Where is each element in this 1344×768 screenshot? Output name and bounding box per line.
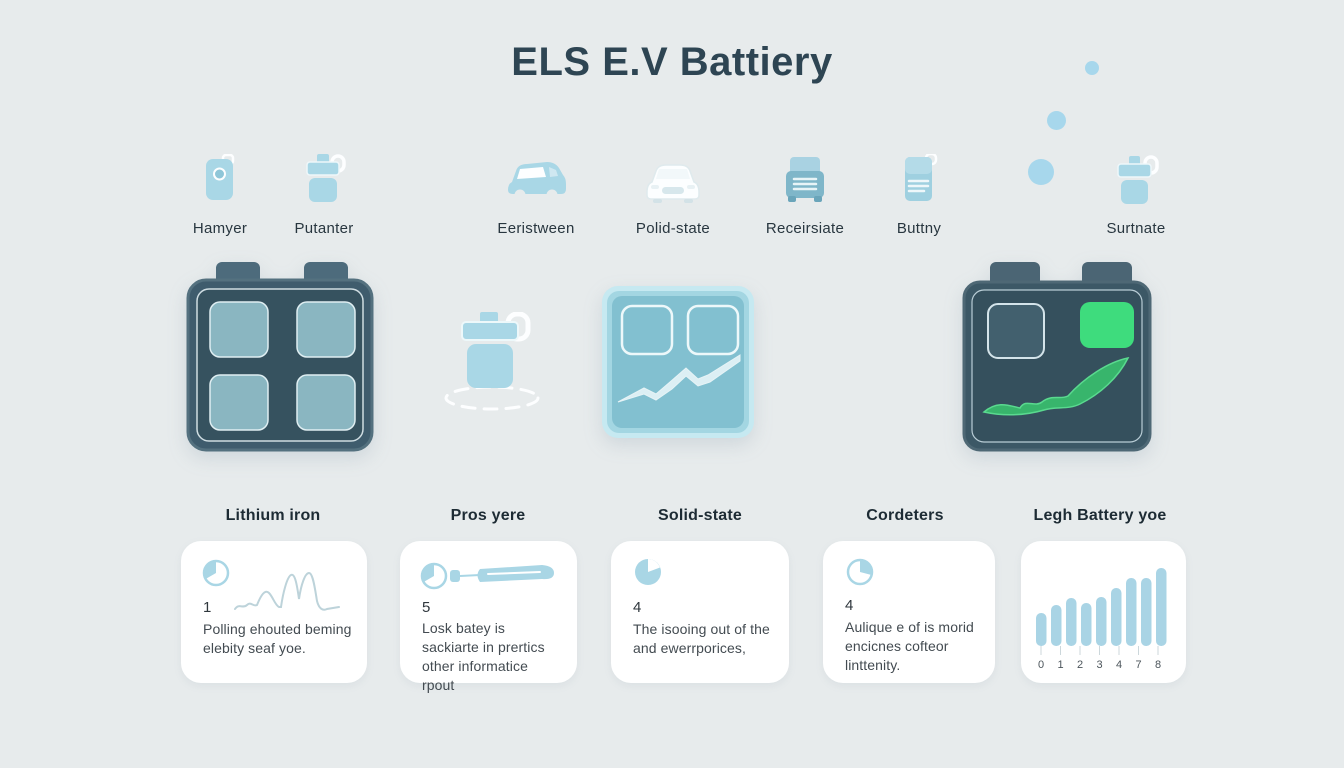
icon-row-item-3: Eeristween <box>476 152 596 237</box>
icon-label: Polid-state <box>635 220 711 237</box>
car-side-icon <box>505 152 567 204</box>
section-label-solid-state: Solid-state <box>658 507 742 524</box>
battery-lines-icon <box>897 152 941 204</box>
section-label-legh: Legh Battery yoe <box>1033 507 1167 524</box>
svg-text:7: 7 <box>1135 659 1141 671</box>
svg-text:8: 8 <box>1155 659 1161 671</box>
pie-wand-icon <box>420 562 554 590</box>
icon-label: Buttny <box>896 220 942 237</box>
canister-icon <box>300 152 348 204</box>
decor-dot-medium <box>1047 111 1066 130</box>
icon-row-item-6: Buttny <box>859 152 979 237</box>
icon-row-item-4: Polid-state <box>613 152 733 237</box>
icon-row-item-2: Putanter <box>264 152 384 237</box>
card-text: Losk batey is sackiarte in prertics othe… <box>422 620 545 694</box>
section-label-lithium: Lithium iron <box>225 507 321 524</box>
battery-cell-icon <box>198 152 242 204</box>
info-card-4: 4 Aulique e of is morid encicnes cofteor… <box>823 541 995 683</box>
icon-row-item-5: Receirsiate <box>745 152 865 237</box>
canister-handle-icon <box>1111 152 1161 204</box>
icon-row-item-7: Surtnate <box>1076 152 1196 237</box>
floating-canister-icon <box>444 312 540 411</box>
decor-dot-small <box>1085 61 1099 75</box>
pie-filled-icon <box>635 559 661 585</box>
pie-quarter-icon <box>846 558 874 586</box>
bar-chart: 0 1 2 3 4 7 8 <box>1036 568 1167 671</box>
card-text: The isooing out of the and ewerrporices, <box>633 621 770 657</box>
section-label-pros: Pros yere <box>450 507 526 524</box>
card-number: 4 <box>845 597 854 614</box>
card-number: 4 <box>633 599 642 616</box>
icon-label: Surtnate <box>1106 220 1166 237</box>
svg-text:2: 2 <box>1077 659 1083 671</box>
sparkline-chart <box>234 571 340 611</box>
svg-text:3: 3 <box>1096 659 1102 671</box>
card-text: Aulique e of is morid encicnes cofteor l… <box>845 619 974 674</box>
icon-label: Eeristween <box>497 220 575 237</box>
icon-label: Receirsiate <box>765 220 845 237</box>
solid-state-battery-illustration <box>602 286 754 438</box>
info-card-2: 5 Losk batey is sackiarte in prertics ot… <box>400 541 577 693</box>
info-card-1: 1 Polling ehouted beming elebity seaf yo… <box>181 541 367 683</box>
card-number: 1 <box>203 599 212 616</box>
green-battery-illustration <box>962 262 1152 452</box>
truck-front-icon <box>781 152 829 204</box>
icon-label: Putanter <box>294 220 354 237</box>
page-title: ELS E.V Battiery <box>511 40 833 84</box>
car-front-icon <box>642 152 704 204</box>
info-card-3: 4 The isooing out of the and ewerrporice… <box>611 541 789 683</box>
lithium-battery-illustration <box>186 262 374 452</box>
pie-clock-icon <box>202 559 230 587</box>
info-card-5: 0 1 2 3 4 7 8 <box>1021 541 1186 683</box>
section-label-cordeters: Cordeters <box>866 507 944 524</box>
icon-row-item-1: Hamyer <box>160 152 280 237</box>
decor-dot-large <box>1028 159 1054 185</box>
card-number: 5 <box>422 599 431 616</box>
svg-text:0: 0 <box>1038 659 1044 671</box>
svg-text:4: 4 <box>1116 659 1122 671</box>
card-text: Polling ehouted beming elebity seaf yoe. <box>203 621 352 657</box>
svg-text:1: 1 <box>1057 659 1063 671</box>
icon-label: Hamyer <box>192 220 248 237</box>
